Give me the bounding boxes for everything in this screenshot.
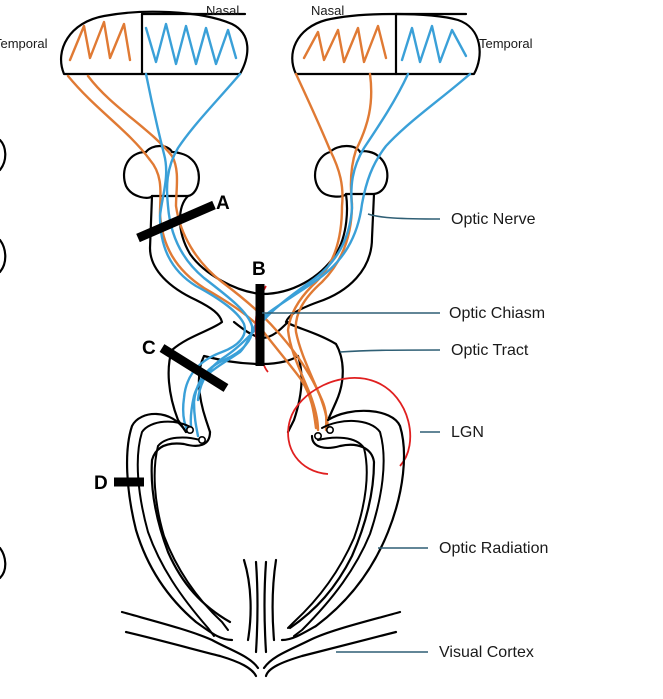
visual-cortex-outline [120, 610, 402, 678]
blue-fiber-right-eye [189, 72, 472, 434]
left-lgn-node-2 [198, 435, 207, 444]
right-radiation-fiber-2 [287, 436, 368, 629]
lesion-c-label: C [142, 338, 156, 359]
right-field-nasal-scribble [302, 24, 388, 64]
right-radiation-outer [280, 409, 406, 642]
midline-fissure [242, 558, 278, 654]
right-radiation-inner [288, 434, 376, 630]
left-field-temporal-scribble [68, 20, 132, 62]
right-radiation-fiber-1 [293, 419, 385, 637]
right-lgn-node-1 [313, 431, 322, 440]
lgn-circle [287, 377, 412, 475]
left-radiation-inner [150, 430, 232, 624]
right-visual-field [291, 12, 481, 76]
left-eye [122, 144, 200, 199]
left-lgn-node-1 [186, 425, 195, 434]
nasal-right-label: Nasal [311, 3, 344, 18]
nasal-left-label: Nasal [206, 3, 239, 18]
margin-fragment-1 [0, 138, 7, 172]
orange-fiber-right-eye [286, 72, 344, 432]
pathway-outer-outline [148, 192, 376, 434]
left-radiation-fiber-1 [136, 420, 215, 637]
right-eye [313, 144, 389, 198]
lgn-label: LGN [451, 424, 484, 441]
orange-fiber-left-eye [66, 74, 318, 430]
optic-nerve-label: Optic Nerve [451, 211, 536, 228]
blue-fiber-right-eye-2 [196, 72, 410, 402]
lesion-b-label: B [252, 259, 266, 280]
left-radiation-fiber-2 [153, 436, 229, 631]
left-radiation-outer [126, 412, 234, 642]
lesion-c-bar [159, 344, 229, 392]
optic-tract-leader [339, 349, 441, 353]
temporal-right-label: Temporal [479, 36, 533, 51]
optic-chiasm-label: Optic Chiasm [449, 305, 545, 322]
visual-cortex-label: Visual Cortex [439, 644, 534, 661]
margin-fragment-2 [0, 238, 7, 274]
left-visual-field [59, 10, 249, 76]
optic-tract-label: Optic Tract [451, 342, 529, 359]
left-field-outline [59, 10, 249, 76]
left-field-nasal-scribble [144, 22, 238, 66]
temporal-left-label: Temporal [0, 36, 48, 51]
blue-fiber-left-eye [144, 72, 247, 434]
optic-radiation-label: Optic Radiation [439, 540, 548, 557]
optic-nerve-leader [367, 213, 441, 220]
margin-fragment-3 [0, 546, 7, 580]
orange-fiber-right-eye-2 [294, 72, 373, 432]
right-lgn-node-2 [325, 425, 334, 434]
lesion-a-label: A [216, 193, 230, 214]
right-field-temporal-scribble [400, 24, 468, 64]
lesion-a-bar [136, 200, 216, 243]
right-field-outline [291, 12, 481, 76]
lesion-d-label: D [94, 473, 108, 494]
